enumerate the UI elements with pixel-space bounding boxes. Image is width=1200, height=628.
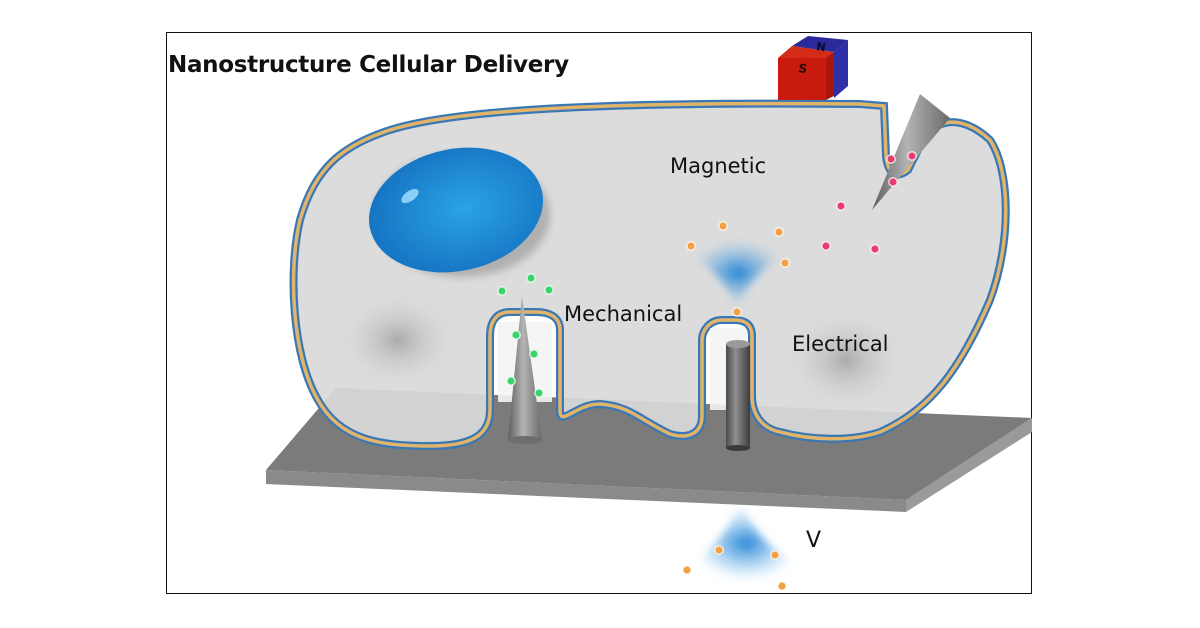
nanopillar-bottom [726, 445, 750, 451]
magnetic-cargo-particle [887, 177, 898, 188]
magnetic-cargo-particle [906, 151, 917, 162]
electrical-plume-upper [690, 239, 786, 306]
magnetic-cargo-particle [885, 154, 896, 165]
mechanical-cargo-particle [525, 272, 536, 283]
magnet-north-label: N [816, 40, 827, 54]
substrate-edge [266, 470, 906, 512]
mechanical-cargo-particle [510, 329, 521, 340]
voltage-label: V [806, 528, 822, 553]
mechanical-cargo-group [496, 272, 554, 398]
nucleus-highlight [401, 188, 419, 204]
electrical-cargo-particle [713, 544, 724, 555]
substrate-side [906, 418, 1032, 512]
electrical-cargo-particle [769, 549, 780, 560]
magnetic-cargo-group [820, 151, 917, 255]
magnetic-cargo-particle [869, 244, 880, 255]
electrical-cargo-particle [681, 564, 692, 575]
electrical-nanopillar [726, 344, 750, 448]
mechanical-cargo-particle [505, 375, 516, 386]
magnet-south-side [826, 52, 834, 100]
mechanical-label: Mechanical [564, 302, 683, 326]
cell-shadow-left [338, 292, 458, 388]
electrical-cargo-particle [717, 221, 728, 232]
mechanical-cargo-particle [533, 387, 544, 398]
electrical-plume-lower [692, 506, 800, 581]
electrical-cargo-particle [685, 241, 696, 252]
magnetic-label: Magnetic [670, 154, 767, 178]
nanopillar-top [726, 340, 750, 348]
figure-title: Nanostructure Cellular Delivery [168, 52, 569, 78]
mechanical-cargo-particle [543, 284, 554, 295]
mechanical-cargo-particle [496, 285, 507, 296]
electrical-cargo-group [681, 221, 790, 591]
nucleus [368, 147, 544, 273]
mechanical-cargo-particle [528, 348, 539, 359]
magnet-south-label: S [798, 61, 809, 76]
nanocone-base [508, 436, 542, 444]
magnet-south-face [778, 58, 826, 100]
cell-shadow-right [784, 308, 908, 412]
magnetic-cargo-particle [820, 241, 831, 252]
magnetic-cargo-particle [835, 201, 846, 212]
electrical-cargo-particle [779, 257, 790, 268]
mechanical-nanocone [508, 296, 542, 440]
magnet-north-side [834, 40, 848, 98]
electrical-cargo-particle [731, 306, 742, 317]
electrical-label: Electrical [792, 332, 889, 356]
electrical-cargo-particle [773, 227, 784, 238]
electrical-cargo-particle [776, 580, 787, 591]
magnet [778, 36, 848, 100]
